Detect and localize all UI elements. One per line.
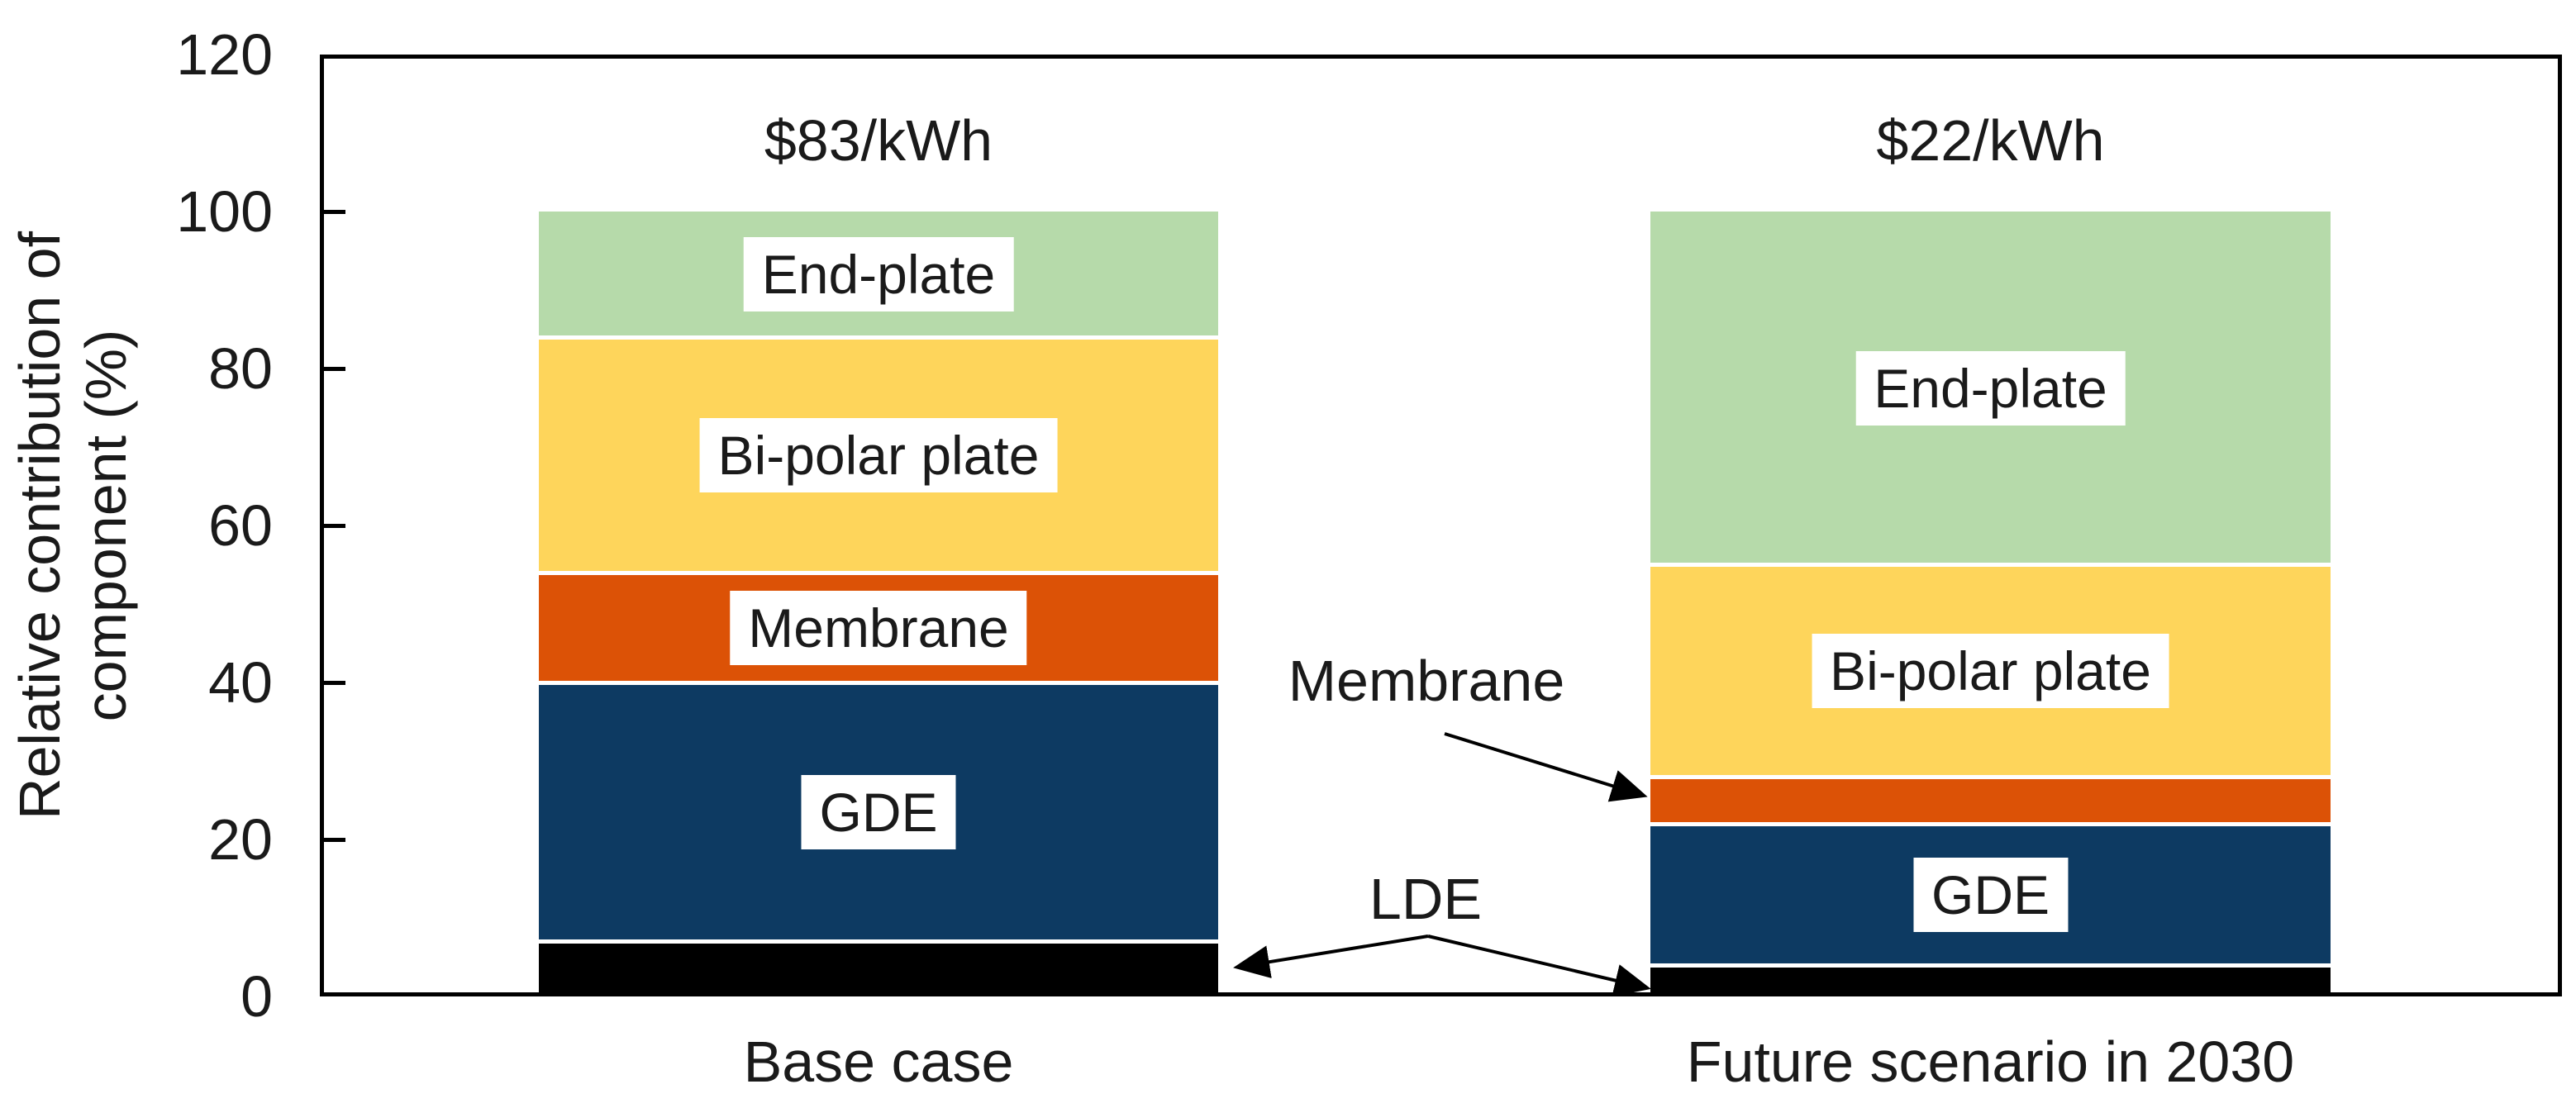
y-tick-label-0: 0 <box>240 964 273 1029</box>
annotation-membrane-callout: Membrane <box>1279 649 1574 713</box>
annotation-lde-callout: LDE <box>1360 867 1491 931</box>
bar-total-label-0: $83/kWh <box>764 108 993 173</box>
segment-separator-bar0-3 <box>539 335 1218 340</box>
segment-separator-bar1-3 <box>1650 563 2331 567</box>
segment-lde-bar1 <box>1650 965 2331 996</box>
y-tick-20 <box>324 838 345 842</box>
segment-label-gde-bar1: GDE <box>1912 857 2069 932</box>
segment-membrane-bar1 <box>1650 777 2331 824</box>
y-tick-label-100: 100 <box>176 179 273 244</box>
y-tick-40 <box>324 681 345 685</box>
y-tick-label-120: 120 <box>176 22 273 87</box>
annotation-arrow-lde-callout-0 <box>1233 934 1429 978</box>
y-tick-60 <box>324 524 345 528</box>
segment-separator-bar0-0 <box>539 939 1218 944</box>
segment-label-membrane-bar0: Membrane <box>730 590 1027 665</box>
segment-label-bi-polar-plate-bar0: Bi-polar plate <box>699 417 1058 492</box>
category-label-1: Future scenario in 2030 <box>1686 1030 2295 1094</box>
segment-separator-bar1-0 <box>1650 963 2331 968</box>
y-tick-label-20: 20 <box>208 807 273 872</box>
category-label-0: Base case <box>743 1030 1014 1094</box>
y-tick-80 <box>324 367 345 371</box>
segment-separator-bar1-1 <box>1650 822 2331 826</box>
segment-label-end-plate-bar1: End-plate <box>1855 350 2126 426</box>
segment-lde-bar0 <box>539 941 1218 996</box>
bar-total-label-1: $22/kWh <box>1876 108 2105 173</box>
segment-separator-bar0-2 <box>539 571 1218 575</box>
segment-label-end-plate-bar0: End-plate <box>743 237 1014 311</box>
y-tick-label-80: 80 <box>208 336 273 401</box>
segment-separator-bar1-2 <box>1650 775 2331 779</box>
segment-label-bi-polar-plate-bar1: Bi-polar plate <box>1812 633 2169 708</box>
y-tick-100 <box>324 210 345 214</box>
segment-label-gde-bar0: GDE <box>801 774 956 849</box>
annotation-arrow-membrane-callout-0 <box>1444 732 1648 802</box>
annotation-arrow-lde-callout-1 <box>1427 934 1651 997</box>
segment-separator-bar0-1 <box>539 681 1218 685</box>
y-tick-label-60: 60 <box>208 493 273 558</box>
y-tick-label-40: 40 <box>208 650 273 715</box>
